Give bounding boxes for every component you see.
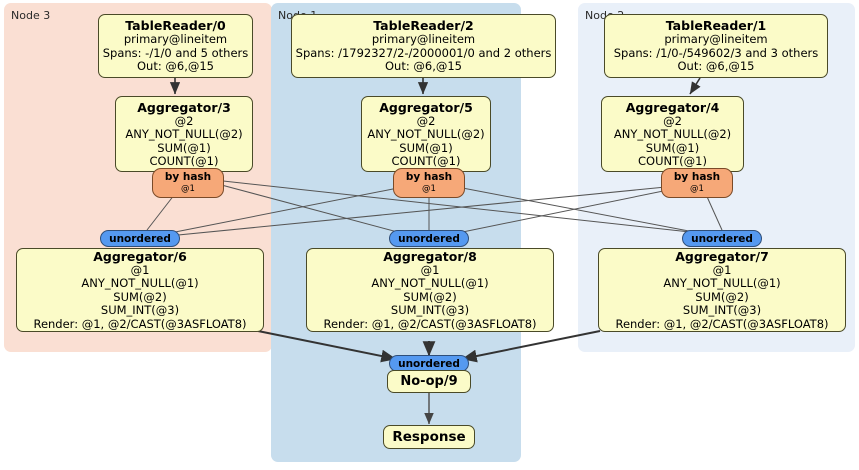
node-line: primary@lineitem (371, 32, 476, 47)
node-line: ANY_NOT_NULL(@2) (613, 127, 732, 141)
node-line: @2 (174, 113, 194, 128)
node-line: Render: @1, @2/CAST(@3ASFLOAT8) (615, 316, 829, 331)
sync-unordered-right[interactable]: unordered (682, 230, 762, 247)
router-column: @1 (422, 184, 436, 194)
node-line: Out: @6,@15 (137, 59, 214, 74)
node-aggregator-5[interactable]: Aggregator/5 @2 ANY_NOT_NULL(@2) SUM(@1)… (361, 96, 491, 172)
node-line: ANY_NOT_NULL(@1) (663, 276, 781, 291)
router-by-hash-center[interactable]: by hash @1 (393, 168, 465, 198)
node-line: ANY_NOT_NULL(@2) (367, 127, 485, 141)
node-line: SUM(@1) (157, 140, 211, 155)
node-line: ANY_NOT_NULL(@1) (371, 276, 489, 291)
sync-unordered-left[interactable]: unordered (100, 230, 180, 247)
node-tablereader-2[interactable]: TableReader/2 primary@lineitem Spans: /1… (291, 14, 556, 78)
node-line: ANY_NOT_NULL(@1) (81, 276, 199, 291)
node-line: SUM_INT(@3) (682, 303, 762, 318)
node-aggregator-6[interactable]: Aggregator/6 @1 ANY_NOT_NULL(@1) SUM(@2)… (16, 248, 264, 332)
node-line: COUNT(@1) (638, 154, 707, 168)
node-line: primary@lineitem (664, 32, 768, 47)
router-label: by hash (673, 171, 721, 183)
node-line: SUM(@1) (399, 140, 453, 155)
node-line: @1 (712, 262, 732, 277)
node-title: Aggregator/5 (379, 99, 473, 115)
node-line: SUM(@2) (695, 289, 749, 304)
node-line: primary@lineitem (123, 32, 228, 47)
panel-label-node-2: Node 2 (585, 9, 625, 22)
node-tablereader-1[interactable]: TableReader/1 primary@lineitem Spans: /1… (604, 14, 828, 78)
node-line: SUM_INT(@3) (100, 303, 180, 318)
node-title: TableReader/2 (373, 18, 474, 34)
node-line: Spans: /1792327/2-/2000001/0 and 2 other… (295, 45, 552, 60)
node-line: SUM(@1) (645, 140, 700, 155)
node-aggregator-7[interactable]: Aggregator/7 @1 ANY_NOT_NULL(@1) SUM(@2)… (598, 248, 846, 332)
node-line: @1 (130, 262, 150, 277)
node-line: Out: @6,@15 (677, 59, 755, 74)
router-column: @1 (690, 184, 704, 194)
node-line: ANY_NOT_NULL(@2) (125, 127, 243, 141)
router-by-hash-right[interactable]: by hash @1 (661, 168, 733, 198)
node-title: Aggregator/3 (137, 99, 231, 115)
node-title: Response (392, 428, 466, 445)
node-title: Aggregator/7 (675, 248, 769, 264)
node-tablereader-0[interactable]: TableReader/0 primary@lineitem Spans: -/… (98, 14, 253, 78)
router-by-hash-left[interactable]: by hash @1 (152, 168, 224, 198)
node-line: Out: @6,@15 (385, 59, 462, 74)
router-column: @1 (181, 184, 195, 194)
node-line: SUM(@2) (113, 289, 167, 304)
node-response[interactable]: Response (383, 425, 475, 449)
node-line: Render: @1, @2/CAST(@3ASFLOAT8) (33, 316, 247, 331)
node-no-op-9[interactable]: No-op/9 (387, 370, 471, 393)
node-line: @1 (420, 262, 440, 277)
node-title: Aggregator/6 (93, 248, 187, 264)
node-line: Spans: /1/0-/549602/3 and 3 others (613, 45, 819, 60)
router-label: by hash (405, 171, 453, 183)
router-label: by hash (164, 171, 212, 183)
node-title: Aggregator/4 (625, 99, 720, 115)
panel-label-node-3: Node 3 (11, 9, 51, 22)
node-line: SUM(@2) (403, 289, 457, 304)
node-aggregator-4[interactable]: Aggregator/4 @2 ANY_NOT_NULL(@2) SUM(@1)… (601, 96, 744, 172)
node-line: @2 (416, 113, 436, 128)
node-line: COUNT(@1) (391, 154, 461, 168)
node-aggregator-8[interactable]: Aggregator/8 @1 ANY_NOT_NULL(@1) SUM(@2)… (306, 248, 554, 332)
node-line: SUM_INT(@3) (390, 303, 470, 318)
node-line: COUNT(@1) (149, 154, 219, 168)
node-title: No-op/9 (400, 374, 458, 389)
sync-unordered-center[interactable]: unordered (389, 230, 469, 247)
node-line: @2 (663, 113, 682, 128)
node-line: Spans: -/1/0 and 5 others (102, 45, 249, 60)
node-title: TableReader/1 (665, 18, 767, 34)
node-line: Render: @1, @2/CAST(@3ASFLOAT8) (323, 316, 537, 331)
node-aggregator-3[interactable]: Aggregator/3 @2 ANY_NOT_NULL(@2) SUM(@1)… (115, 96, 253, 172)
node-title: Aggregator/8 (383, 248, 477, 264)
node-title: TableReader/0 (125, 18, 226, 34)
